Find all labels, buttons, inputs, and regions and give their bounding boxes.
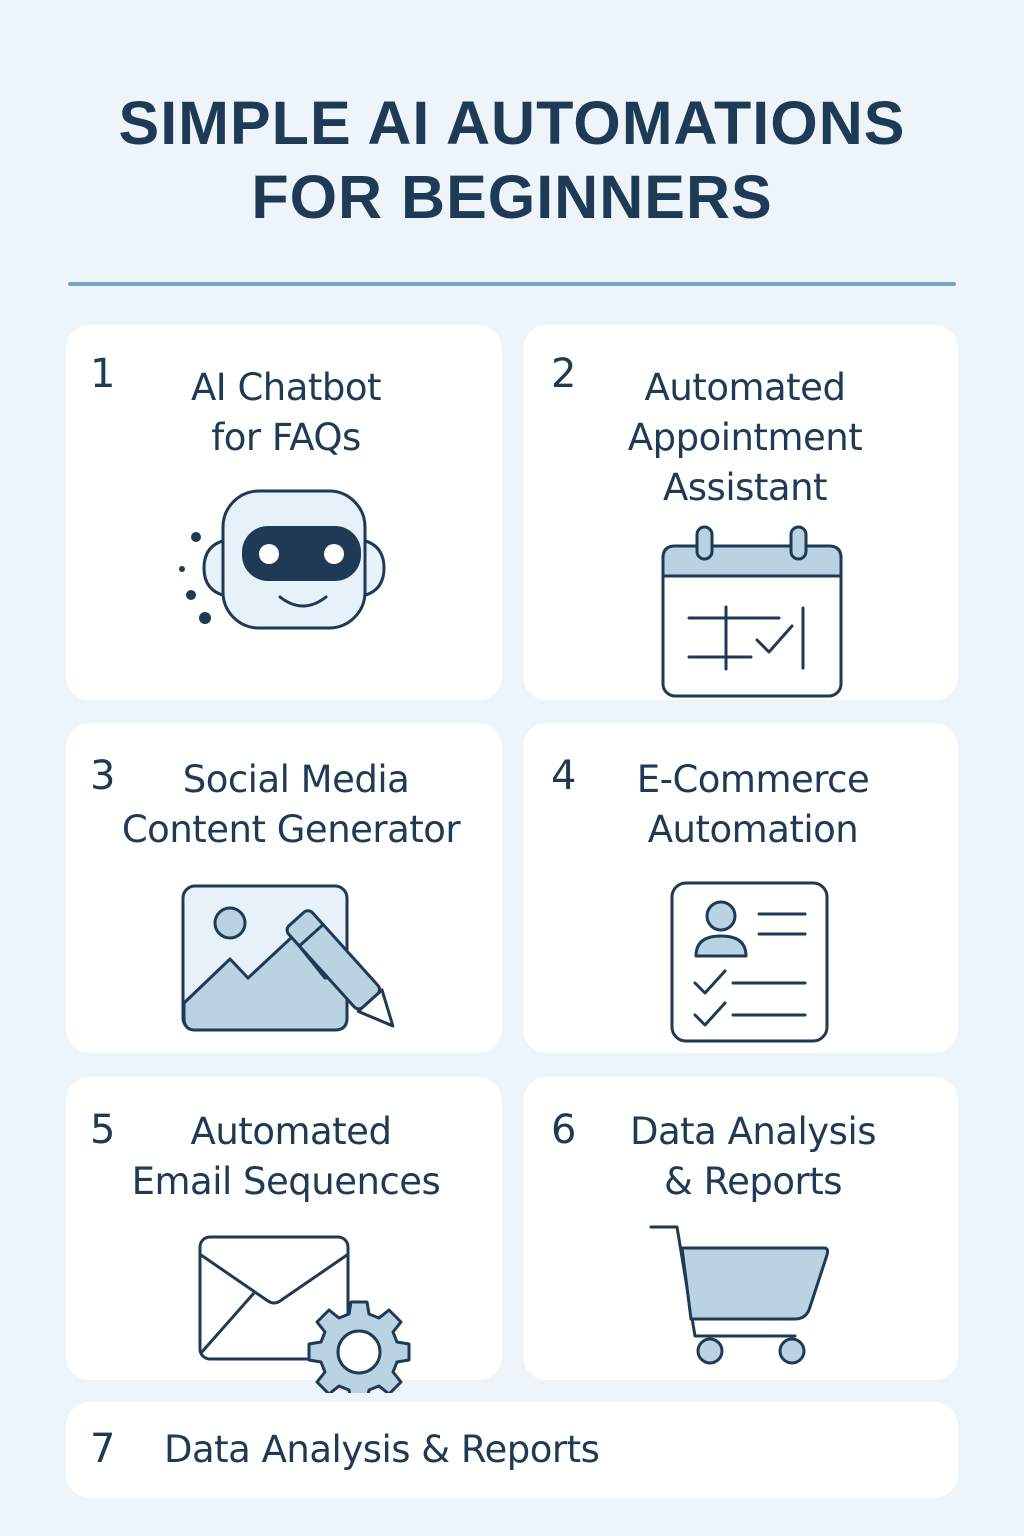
email-gear-icon: [198, 1235, 411, 1393]
title-divider: [68, 282, 956, 286]
page-title: SIMPLE AI AUTOMATIONS FOR BEGINNERS: [0, 86, 1024, 234]
card-number: 1: [90, 351, 116, 397]
card-number: 3: [90, 753, 116, 799]
card-email-sequences: 5 Automated Email Sequences: [66, 1077, 502, 1393]
card-social-media-generator: 3 Social Media Content Generator: [66, 723, 502, 1053]
card-ecommerce-automation: 4 E-Commerce Automation: [523, 723, 958, 1053]
card-number: 5: [90, 1107, 116, 1153]
card-data-analysis-wide: 7 Data Analysis & Reports: [66, 1402, 958, 1498]
image-edit-icon: [181, 884, 395, 1032]
card-label: Data Analysis & Reports: [164, 1428, 600, 1471]
card-label: Social Media Content Generator: [121, 758, 461, 851]
card-ai-chatbot: 1 AI Chatbot for FAQs: [66, 325, 502, 700]
card-appointment-assistant: 2 Automated Appointment Assistant: [523, 325, 958, 700]
title-line-1: SIMPLE AI AUTOMATIONS: [118, 89, 906, 157]
card-number: 7: [90, 1426, 116, 1472]
card-label: Automated Appointment Assistant: [627, 366, 863, 509]
card-label: AI Chatbot for FAQs: [190, 366, 382, 459]
robot-icon: [179, 489, 386, 630]
card-data-analysis: 6 Data Analysis & Reports: [523, 1077, 958, 1380]
card-label: E-Commerce Automation: [636, 758, 870, 851]
card-number: 6: [551, 1107, 577, 1153]
card-label: Automated Email Sequences: [131, 1110, 441, 1203]
title-line-2: FOR BEGINNERS: [251, 163, 773, 231]
card-label: Data Analysis & Reports: [629, 1110, 877, 1203]
shopping-cart-icon: [649, 1225, 830, 1365]
calendar-check-icon: [661, 525, 843, 698]
profile-checklist-icon: [670, 881, 829, 1043]
card-number: 4: [551, 753, 577, 799]
card-number: 2: [551, 351, 577, 397]
